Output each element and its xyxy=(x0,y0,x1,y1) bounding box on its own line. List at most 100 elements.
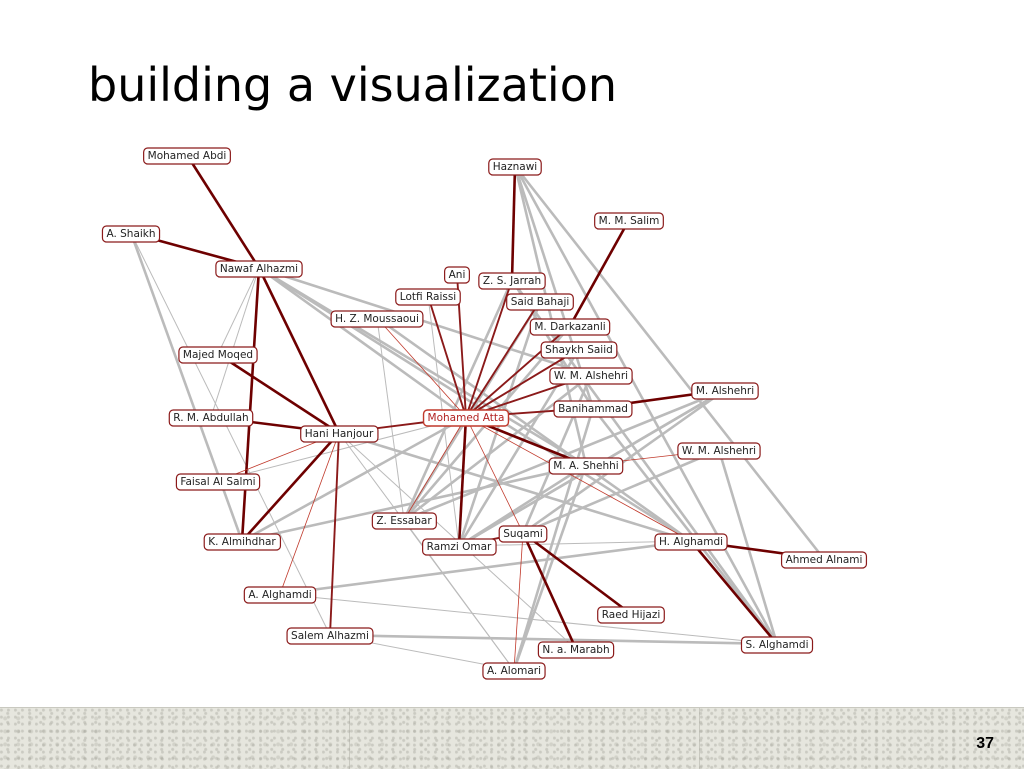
node-mohamed-abdi[interactable]: Mohamed Abdi xyxy=(143,147,231,165)
node-box xyxy=(488,158,542,176)
node-hani-hanjour[interactable]: Hani Hanjour xyxy=(300,425,379,443)
edge-majed_moqed-hani_hanjour xyxy=(217,352,340,435)
node-label: Shaykh Saiid xyxy=(545,344,613,356)
node-w-m-alshehri-2[interactable]: W. M. Alshehri xyxy=(677,442,761,460)
node-box xyxy=(215,260,303,278)
edge-hani_hanjour-k_almihdhar xyxy=(241,432,340,542)
node-lotfi-raissi[interactable]: Lotfi Raissi xyxy=(395,288,461,306)
node-box xyxy=(540,341,618,359)
node-box xyxy=(168,409,254,427)
node-said-bahaji[interactable]: Said Bahaji xyxy=(506,293,574,311)
node-box xyxy=(548,457,624,475)
node-label: Z. Essabar xyxy=(376,515,432,527)
node-m-a-shehhi[interactable]: M. A. Shehhi xyxy=(548,457,624,475)
node-a-alghamdi[interactable]: A. Alghamdi xyxy=(243,586,317,604)
node-label: Banihammad xyxy=(558,403,628,415)
edge-w_m_alshehri_1-z_essabar xyxy=(403,373,592,522)
node-box xyxy=(478,272,546,290)
node-mohamed-atta[interactable]: Mohamed Atta xyxy=(422,409,510,427)
node-m-m-salim[interactable]: M. M. Salim xyxy=(594,212,664,230)
node-k-almihdhar[interactable]: K. Almihdhar xyxy=(203,533,282,551)
edge-nawaf_alhazmi-k_almihdhar xyxy=(240,267,261,542)
node-box xyxy=(691,382,759,400)
node-majed-moqed[interactable]: Majed Moqed xyxy=(178,346,258,364)
node-label: Salem Alhazmi xyxy=(291,630,369,642)
node-h-z-moussaoui[interactable]: H. Z. Moussaoui xyxy=(330,310,424,328)
node-r-m-abdullah[interactable]: R. M. Abdullah xyxy=(168,409,254,427)
node-z-essabar[interactable]: Z. Essabar xyxy=(371,512,437,530)
edge-nawaf_alhazmi-hani_hanjour xyxy=(257,267,341,434)
node-ani[interactable]: Ani xyxy=(444,266,470,284)
node-label: A. Alomari xyxy=(487,665,541,677)
edge-suqami-n_a_marabh xyxy=(521,532,578,650)
node-label: Ahmed Alnami xyxy=(786,554,863,566)
edge-suqami-raed_hijazi xyxy=(522,531,632,616)
node-n-a-marabh[interactable]: N. a. Marabh xyxy=(537,641,615,659)
edge-mohamed_atta-lotfi_raissi xyxy=(427,295,467,418)
edge-mohamed_atta-h_z_moussaoui xyxy=(376,317,467,418)
page-number: 37 xyxy=(976,735,994,752)
edge-mohamed_abdi-nawaf_alhazmi xyxy=(185,154,261,269)
node-label: Said Bahaji xyxy=(511,296,570,308)
edge-w_m_alshehri_2-s_alghamdi xyxy=(717,449,779,645)
edge-mohamed_atta-said_bahaji xyxy=(465,300,541,418)
node-box xyxy=(203,533,282,551)
node-box xyxy=(549,367,633,385)
node-ramzi-omar[interactable]: Ramzi Omar xyxy=(422,538,497,556)
edge-haznawi-ahmed_alnami xyxy=(513,165,826,560)
node-label: Mohamed Atta xyxy=(428,412,505,424)
edge-mohamed_atta-z_s_jarrah xyxy=(465,279,513,418)
node-haznawi[interactable]: Haznawi xyxy=(488,158,542,176)
node-s-alghamdi[interactable]: S. Alghamdi xyxy=(740,636,814,654)
edge-mohamed_atta-ramzi_omar xyxy=(457,416,468,547)
node-faisal-al-salmi[interactable]: Faisal Al Salmi xyxy=(175,473,261,491)
slide-footer xyxy=(0,707,1024,769)
node-m-alshehri[interactable]: M. Alshehri xyxy=(691,382,759,400)
node-a-shaikh[interactable]: A. Shaikh xyxy=(101,225,161,243)
node-suqami[interactable]: Suqami xyxy=(498,525,548,543)
node-box xyxy=(422,409,510,427)
node-salem-alhazmi[interactable]: Salem Alhazmi xyxy=(286,627,374,645)
node-box xyxy=(506,293,574,311)
node-ahmed-alnami[interactable]: Ahmed Alnami xyxy=(780,551,868,569)
node-label: Mohamed Abdi xyxy=(148,150,227,162)
node-box xyxy=(597,606,665,624)
node-shaykh-saiid[interactable]: Shaykh Saiid xyxy=(540,341,618,359)
edge-nawaf_alhazmi-majed_moqed xyxy=(217,267,260,355)
node-nawaf-alhazmi[interactable]: Nawaf Alhazmi xyxy=(215,260,303,278)
node-label: N. a. Marabh xyxy=(542,644,609,656)
node-label: M. Alshehri xyxy=(696,385,754,397)
node-box xyxy=(330,310,424,328)
edge-haznawi-s_alghamdi xyxy=(513,165,779,645)
node-raed-hijazi[interactable]: Raed Hijazi xyxy=(597,606,665,624)
edge-salem_alhazmi-s_alghamdi xyxy=(329,633,778,646)
edge-mohamed_atta-z_essabar xyxy=(403,416,467,521)
node-box xyxy=(286,627,374,645)
node-h-alghamdi[interactable]: H. Alghamdi xyxy=(654,533,728,551)
node-label: Hani Hanjour xyxy=(305,428,374,440)
edge-mohamed_atta-h_alghamdi xyxy=(465,416,692,542)
node-box xyxy=(594,212,664,230)
node-m-darkazanli[interactable]: M. Darkazanli xyxy=(529,318,611,336)
node-label: K. Almihdhar xyxy=(208,536,276,548)
edge-nawaf_alhazmi-mohamed_atta xyxy=(258,266,467,419)
edge-a_shaikh-k_almihdhar xyxy=(129,232,244,542)
edge-haznawi-z_s_jarrah xyxy=(510,165,517,281)
node-z-s-jarrah[interactable]: Z. S. Jarrah xyxy=(478,272,546,290)
edge-m_m_salim-m_darkazanli xyxy=(568,219,631,327)
edge-mohamed_atta-suqami xyxy=(465,416,524,534)
edge-banihammad-s_alghamdi xyxy=(591,407,779,645)
edge-a_alghamdi-s_alghamdi xyxy=(279,593,778,645)
node-box xyxy=(175,473,261,491)
edge-hani_hanjour-a_alghamdi xyxy=(279,432,340,595)
node-w-m-alshehri-1[interactable]: W. M. Alshehri xyxy=(549,367,633,385)
node-a-alomari[interactable]: A. Alomari xyxy=(482,662,546,680)
node-banihammad[interactable]: Banihammad xyxy=(553,400,633,418)
node-label: Suqami xyxy=(503,528,543,540)
node-label: A. Shaikh xyxy=(106,228,155,240)
node-box xyxy=(243,586,317,604)
node-label: Lotfi Raissi xyxy=(400,291,456,303)
node-label: W. M. Alshehri xyxy=(682,445,756,457)
node-label: Z. S. Jarrah xyxy=(483,275,541,287)
